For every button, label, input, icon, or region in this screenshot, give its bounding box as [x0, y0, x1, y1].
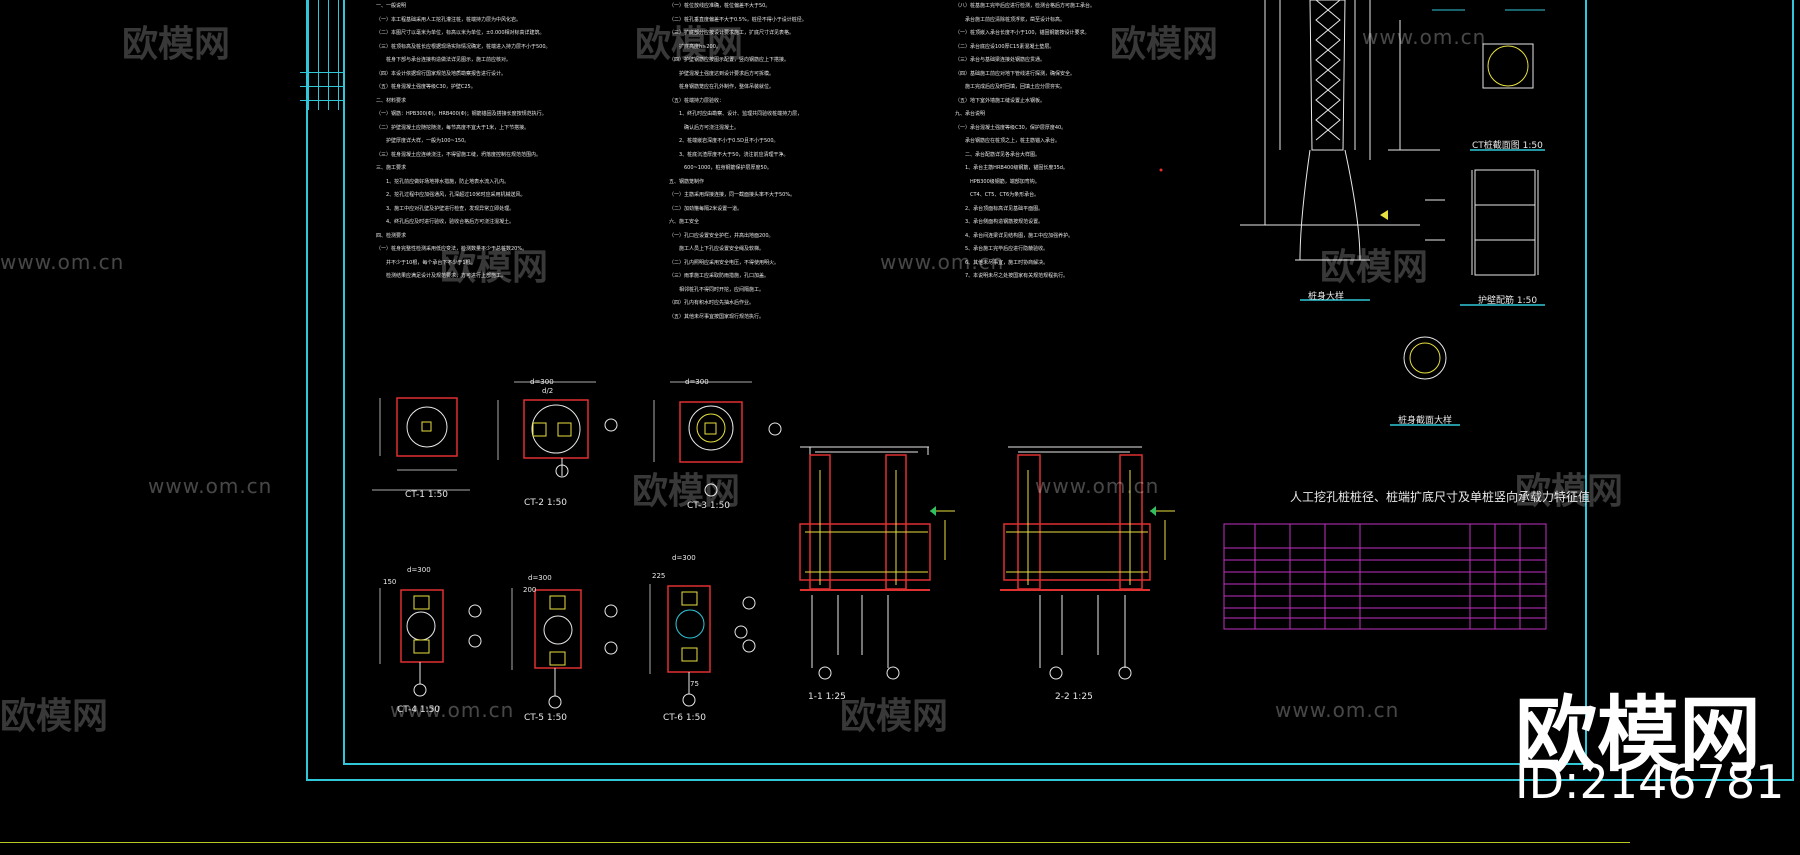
pile-elevation-detail [1159, 0, 1440, 301]
cap-ct2-plan [497, 381, 618, 478]
general-notes-col3: （八）桩基施工完毕后应进行检测，检测合格后方可施工承台。 承台施工前应清除桩顶浮… [955, 3, 1096, 279]
dim-ct5-200: 200 [523, 586, 537, 594]
caption-ct6: CT-6 [663, 713, 683, 723]
section-2-2 [1000, 446, 1175, 680]
watermark-logo: 欧模网 [632, 471, 741, 512]
caption-ct1: CT-1 [405, 490, 425, 500]
general-notes-col1: 一、一般说明 （一）本工程基础采用人工挖孔灌注桩，桩端持力层为中风化岩。 （二）… [376, 3, 551, 279]
watermark-url: www.om.cn [390, 698, 515, 722]
watermark-url: www.om.cn [1035, 474, 1160, 498]
sheet-bottom-border [0, 842, 1630, 843]
caption-guard-wall-scale: 1:50 [1516, 296, 1538, 306]
caption-ct2-scale: 1:50 [546, 498, 568, 508]
caption-ct5: CT-5 [524, 713, 544, 723]
watermark-logo: 欧模网 [840, 696, 949, 737]
caption-ct3-scale: 1:50 [709, 501, 731, 511]
watermark-url: www.om.cn [1362, 25, 1487, 49]
dim-ct4-d300: d=300 [407, 566, 431, 574]
caption-guard-wall: 护壁配筋 [1478, 296, 1515, 306]
pile-bearing-table [1223, 523, 1547, 630]
watermark-logo: 欧模网 [0, 696, 109, 737]
watermark-logo: 欧模网 [440, 247, 549, 288]
dim-ct6-225: 225 [652, 572, 666, 580]
caption-ct1-scale: 1:50 [427, 490, 449, 500]
watermark-logo: 欧模网 [122, 24, 231, 65]
caption-pile-section: 桩身截面大样 [1398, 416, 1453, 426]
caption-ct6-scale: 1:50 [685, 713, 707, 723]
watermark-url: www.om.cn [880, 250, 1005, 274]
watermark-logo: 欧模网 [635, 24, 744, 65]
watermark-brand-large: 欧模网 [1515, 688, 1762, 783]
caption-section-1-1-scale: 1:25 [825, 692, 846, 702]
caption-section-2-2: 2-2 [1055, 692, 1070, 702]
caption-ct4-scale: 1:50 [419, 705, 441, 715]
watermark-logo: 欧模网 [1110, 24, 1219, 65]
cap-ct5-plan [511, 588, 618, 709]
caption-ct4: CT-4 [397, 705, 417, 715]
drawing-frame-outer [306, 0, 1794, 781]
caption-ct2: CT-2 [524, 498, 544, 508]
caption-ct-pile: CT桩截面图 [1472, 141, 1520, 151]
watermark-url: www.om.cn [1275, 698, 1400, 722]
dim-ct3-d300: d=300 [685, 378, 709, 386]
guard-wall-detail [1425, 169, 1545, 306]
caption-pile-detail: 桩身大样 [1308, 292, 1345, 302]
dim-ct2-d300: d=300 [530, 378, 554, 386]
dim-ct4-150: 150 [383, 578, 397, 586]
caption-ct-pile-scale: 1:50 [1522, 141, 1543, 151]
watermark-url: www.om.cn [0, 250, 125, 274]
title-strip-grid [300, 0, 344, 110]
cap-ct1-plan [372, 397, 470, 491]
watermark-url: www.om.cn [148, 474, 273, 498]
caption-ct3: CT-3 [687, 501, 707, 511]
watermark-logo: 欧模网 [1515, 471, 1624, 512]
general-notes-col2: （一）桩位放线应准确，桩位偏差不大于50。 （二）桩孔垂直度偏差不大于0.5%，… [669, 3, 807, 320]
section-1-1 [799, 446, 955, 680]
dim-ct5-d300: d=300 [528, 574, 552, 582]
cap-ct6-plan [649, 584, 756, 707]
pile-cross-section [1390, 336, 1460, 426]
cap-ct4-plan [379, 588, 482, 697]
ct-pile-section [1432, 9, 1545, 151]
caption-section-2-2-scale: 1:25 [1072, 692, 1093, 702]
watermark-logo: 欧模网 [1320, 247, 1429, 288]
dim-ct2-d2: d/2 [542, 387, 554, 395]
caption-section-1-1: 1-1 [808, 692, 823, 702]
caption-ct5-scale: 1:50 [546, 713, 568, 723]
dim-ct6-75: 75 [690, 680, 699, 688]
watermark-id: ID:2146781 [1515, 755, 1785, 809]
dim-ct6-d300: d=300 [672, 554, 696, 562]
cap-ct3-plan [653, 381, 782, 497]
drawing-frame-inner [343, 0, 1587, 765]
pile-table-title: 人工挖孔桩桩径、桩端扩底尺寸及单桩竖向承载力特征值 [1290, 490, 1591, 504]
